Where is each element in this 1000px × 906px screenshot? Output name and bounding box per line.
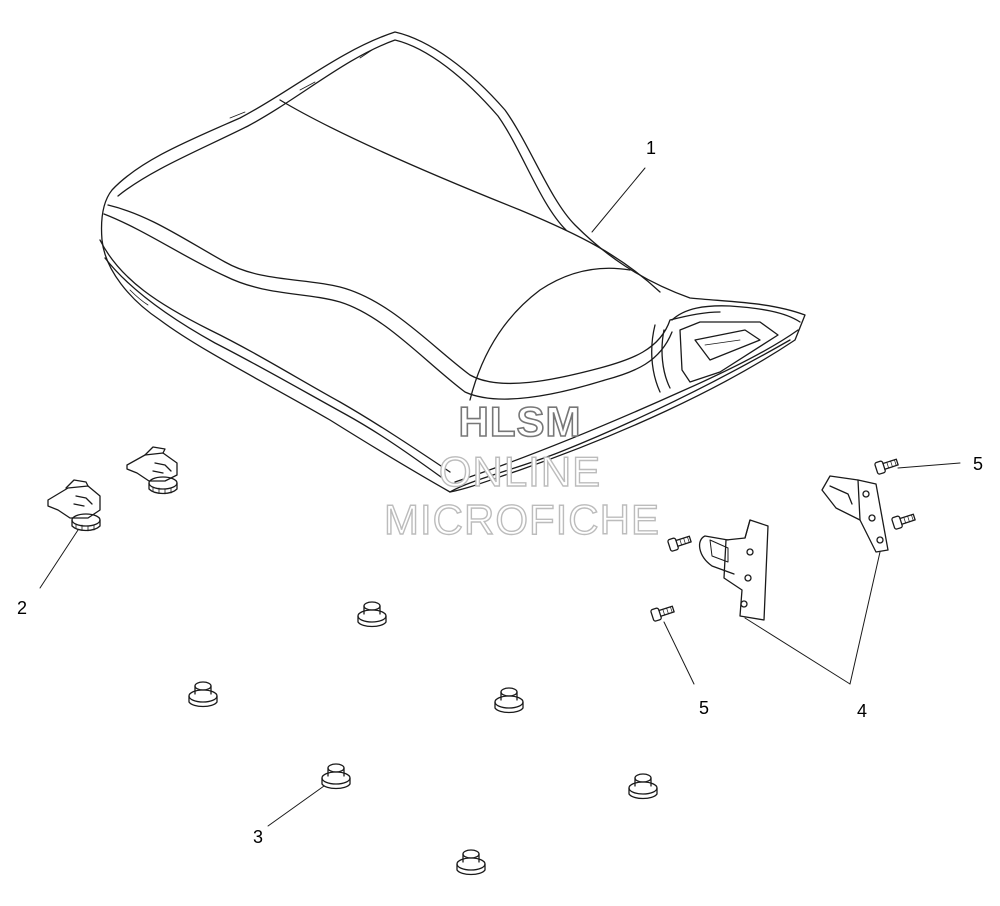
callout-knob: 2 <box>17 598 27 618</box>
bumper-part <box>357 601 387 628</box>
screw-part <box>667 535 692 552</box>
callout-bumper: 3 <box>253 827 263 847</box>
bumper-part <box>494 687 524 714</box>
hinge-bracket <box>698 519 769 621</box>
screw-part <box>891 513 916 530</box>
seat-part <box>99 31 806 493</box>
callout-seat: 1 <box>646 138 656 158</box>
bumper-part <box>321 763 351 790</box>
callout-hinge: 4 <box>857 701 867 721</box>
watermark-line-3: MICROFICHE <box>384 496 660 543</box>
watermark-line-2: ONLINE <box>439 448 601 495</box>
bumper-part <box>628 773 658 800</box>
bumper-part <box>456 849 486 876</box>
watermark-line-1: HLSM <box>459 398 582 445</box>
hinge-bracket <box>821 475 889 553</box>
screw-part <box>650 605 675 622</box>
knob-part <box>126 446 178 495</box>
bumper-part <box>188 681 218 708</box>
screw-part <box>874 458 899 475</box>
knob-part <box>47 479 101 532</box>
watermark: HLSM ONLINE MICROFICHE <box>383 397 660 544</box>
leader-lines <box>39 167 961 827</box>
callout-screw-bottom: 5 <box>699 698 709 718</box>
callout-screw-right: 5 <box>973 454 983 474</box>
